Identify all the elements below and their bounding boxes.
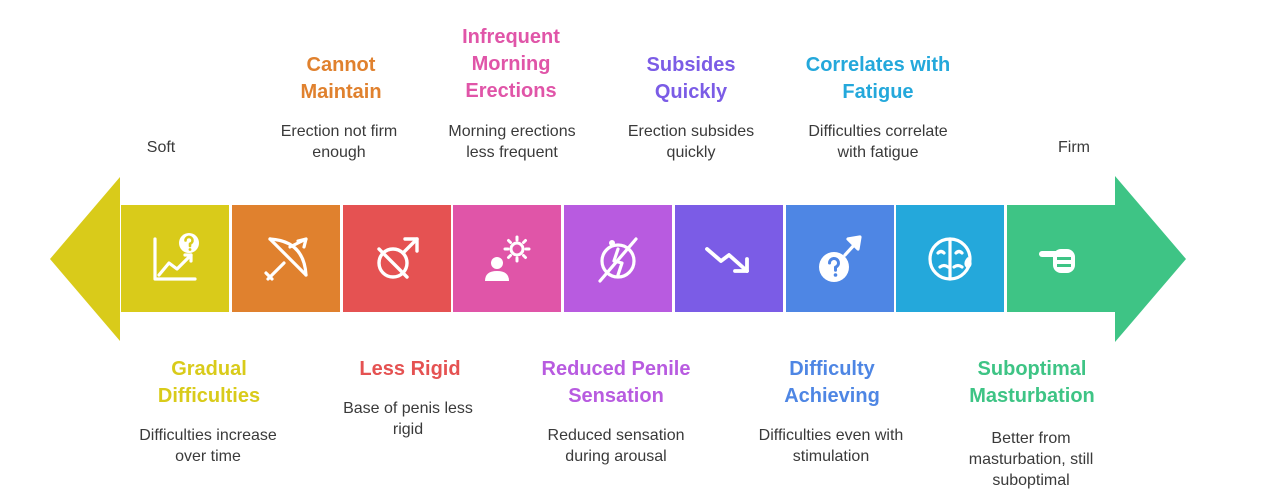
soft-end-label: Soft xyxy=(146,139,176,156)
trend-down-icon xyxy=(699,229,759,289)
tired-face-icon xyxy=(920,229,980,289)
less-rigid-title: Less Rigid xyxy=(359,358,461,380)
infrequent-morning-erections-title: Infrequent Morning Erections xyxy=(462,26,560,102)
pointing-hand-icon xyxy=(1031,229,1091,289)
correlates-with-fatigue-title: Correlates with Fatigue xyxy=(805,54,951,103)
correlates-with-fatigue-desc: Difficulties correlate with fatigue xyxy=(808,123,948,161)
subsides-quickly-desc: Erection subsides quickly xyxy=(627,123,755,161)
firm-end-label: Firm xyxy=(1058,139,1090,156)
chart-question-icon xyxy=(145,229,205,289)
gradual-difficulties-desc: Difficulties increase over time xyxy=(139,427,277,465)
suboptimal-masturbation-desc: Better from masturbation, still suboptim… xyxy=(968,430,1094,489)
segment-7 xyxy=(786,205,894,312)
difficulty-achieving-title: Difficulty Achieving xyxy=(784,358,880,407)
cannot-maintain-desc: Erection not firm enough xyxy=(280,123,398,161)
segment-2 xyxy=(232,205,340,312)
segment-1 xyxy=(121,205,229,312)
broken-bow-icon xyxy=(256,229,316,289)
suboptimal-masturbation-title: Suboptimal Masturbation xyxy=(969,358,1095,407)
reduced-penile-sensation-desc: Reduced sensation during arousal xyxy=(547,427,685,465)
segment-5 xyxy=(564,205,672,312)
segment-4 xyxy=(453,205,561,312)
infrequent-morning-erections-desc: Morning erections less frequent xyxy=(448,123,576,161)
left-arrow-head xyxy=(50,177,120,341)
less-rigid-desc: Base of penis less rigid xyxy=(343,400,473,438)
cannot-maintain-title: Cannot Maintain xyxy=(300,54,382,103)
segment-8 xyxy=(896,205,1004,312)
crossed-sensation-icon xyxy=(588,229,648,289)
segment-3 xyxy=(343,205,451,312)
crossed-male-symbol-icon xyxy=(367,229,427,289)
segment-9 xyxy=(1007,205,1115,312)
subsides-quickly-title: Subsides Quickly xyxy=(646,54,736,103)
reduced-penile-sensation-title: Reduced Penile Sensation xyxy=(541,358,691,407)
segment-6 xyxy=(675,205,783,312)
person-sun-icon xyxy=(477,229,537,289)
question-male-icon xyxy=(810,229,870,289)
gradual-difficulties-title: Gradual Difficulties xyxy=(157,358,261,407)
difficulty-achieving-desc: Difficulties even with stimulation xyxy=(758,427,904,465)
right-arrow-head xyxy=(1115,176,1186,342)
